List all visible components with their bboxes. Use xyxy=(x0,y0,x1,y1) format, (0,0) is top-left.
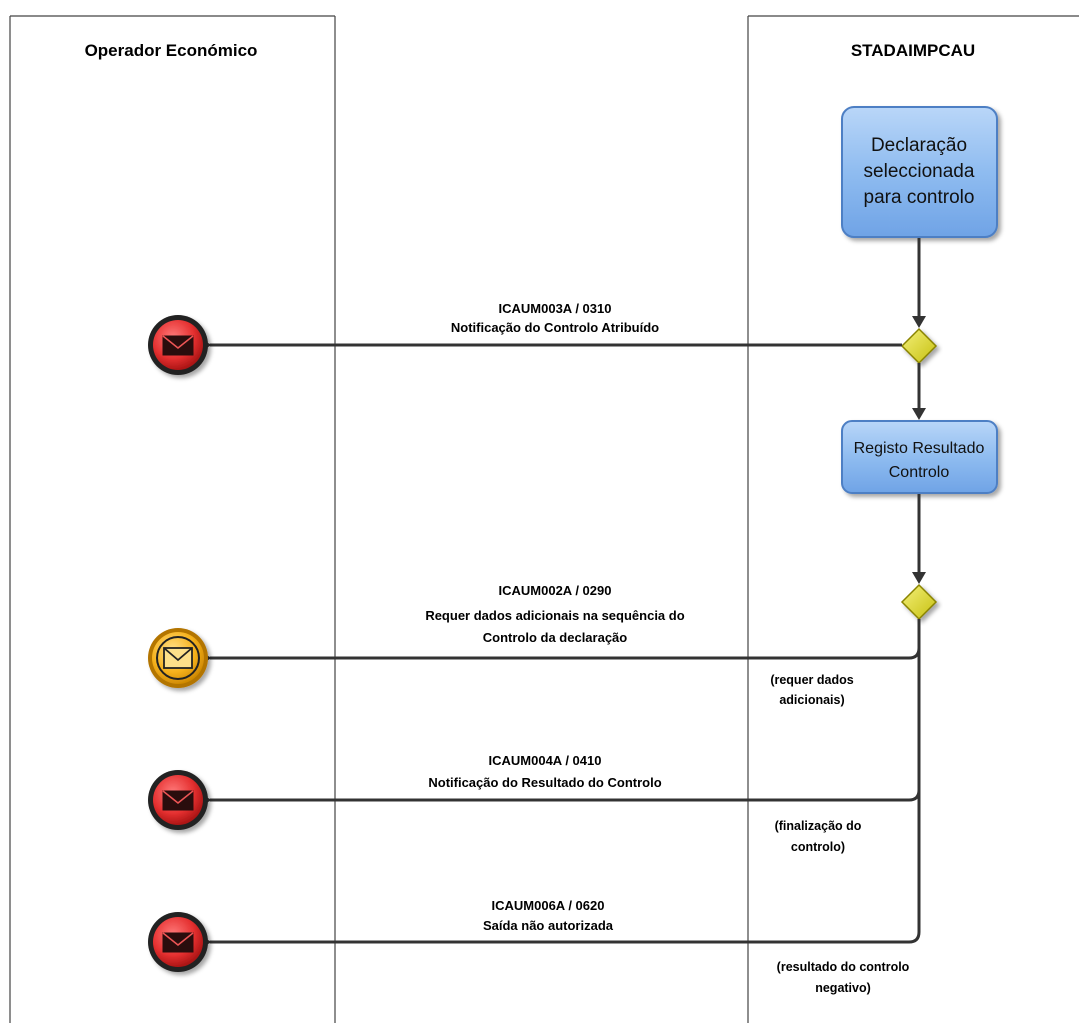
message-label: Requer dados adicionais na sequência do xyxy=(425,608,684,623)
message-flow xyxy=(202,790,921,947)
task-label-line: seleccionada xyxy=(864,161,975,182)
lane-title-right: STADAIMPCAU xyxy=(851,41,975,60)
task-label-line: Declaração xyxy=(871,135,967,156)
red-message-event[interactable] xyxy=(148,315,208,375)
message-code: ICAUM002A / 0290 xyxy=(499,583,612,598)
condition-label: adicionais) xyxy=(779,693,844,707)
task-label-line: Controlo xyxy=(889,464,950,481)
envelope-icon xyxy=(162,335,194,356)
flow-arrowhead-icon xyxy=(912,408,926,420)
envelope-icon xyxy=(162,932,194,953)
flow-arrowhead-icon xyxy=(912,316,926,328)
gateway-1[interactable] xyxy=(900,327,938,365)
message-code: ICAUM006A / 0620 xyxy=(492,898,605,913)
lane-title-left: Operador Económico xyxy=(85,41,258,60)
task-registo-resultado[interactable]: Registo Resultado Controlo xyxy=(841,420,998,494)
task-label-line: para controlo xyxy=(864,187,975,208)
gateway-2[interactable] xyxy=(900,583,938,621)
envelope-icon xyxy=(163,647,193,669)
task-declaracao-seleccionada[interactable]: Declaração seleccionada para controlo xyxy=(841,106,998,238)
condition-label: negativo) xyxy=(815,981,871,995)
envelope-icon xyxy=(162,790,194,811)
red-message-event[interactable] xyxy=(148,912,208,972)
task-label-line: Registo Resultado xyxy=(854,440,985,457)
message-code: ICAUM004A / 0410 xyxy=(489,753,602,768)
red-message-event[interactable] xyxy=(148,770,208,830)
condition-label: (finalização do xyxy=(775,819,862,833)
message-code: ICAUM003A / 0310 xyxy=(499,301,612,316)
message-label: Notificação do Resultado do Controlo xyxy=(428,775,661,790)
flow-arrowhead-icon xyxy=(912,572,926,584)
condition-label: (requer dados xyxy=(770,673,853,687)
condition-label: (resultado do controlo xyxy=(777,960,910,974)
orange-message-event[interactable] xyxy=(148,628,208,688)
message-label: Notificação do Controlo Atribuído xyxy=(451,320,659,335)
message-label: Controlo da declaração xyxy=(483,630,628,645)
message-label: Saída não autorizada xyxy=(483,918,614,933)
lane-left xyxy=(9,15,336,1023)
condition-label: controlo) xyxy=(791,840,845,854)
lane-right xyxy=(747,15,1079,1023)
